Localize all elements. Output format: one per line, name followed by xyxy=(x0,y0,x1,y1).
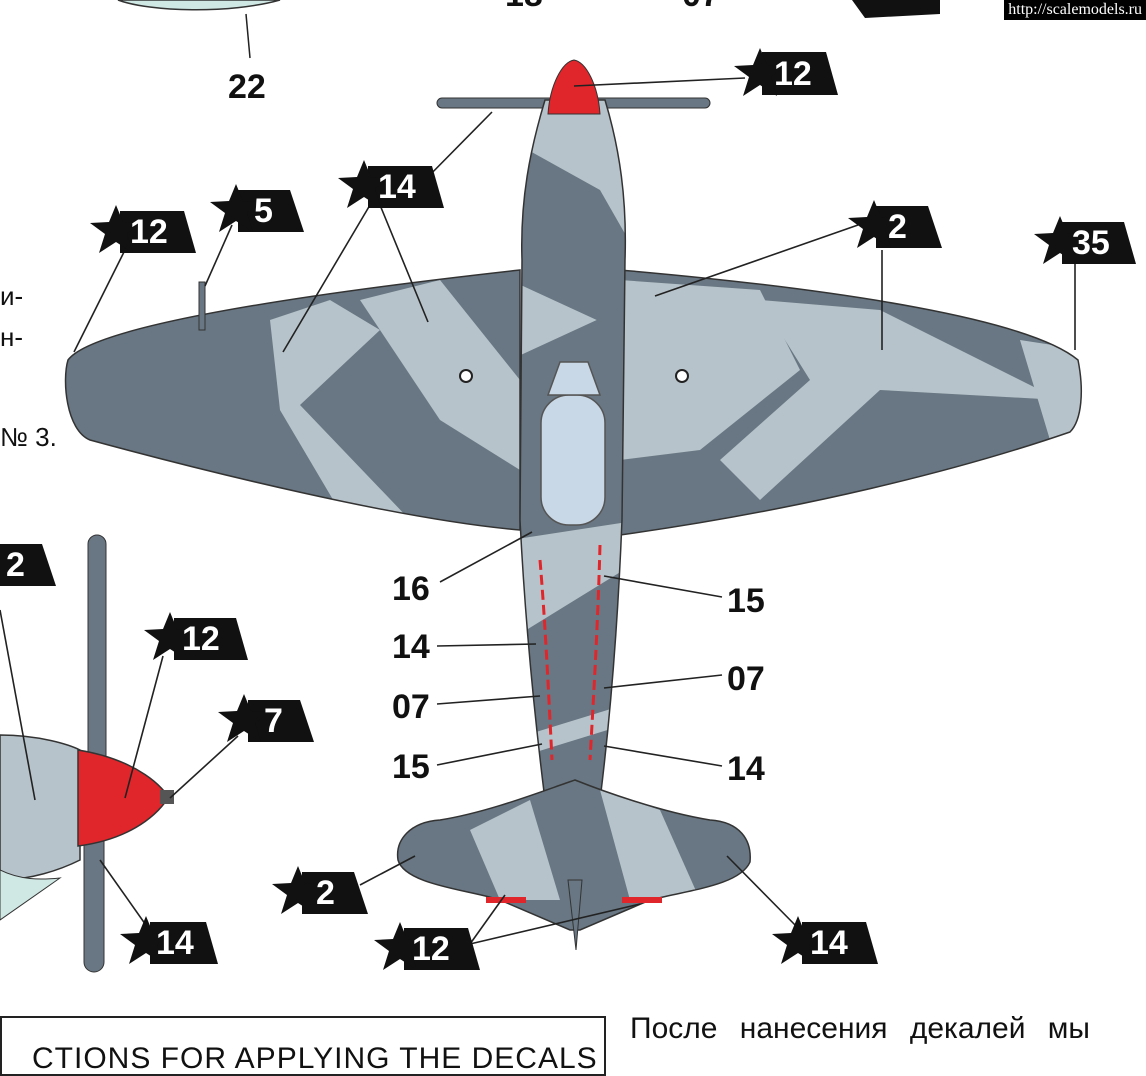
side-spinner-red xyxy=(77,749,169,847)
callout-prop-top-number: 14 xyxy=(378,168,416,206)
antenna-mast xyxy=(198,281,206,331)
callout-spinner-top-number: 12 xyxy=(774,55,812,93)
label-cut-18: 18 xyxy=(505,0,543,14)
leader-line-22 xyxy=(245,13,251,59)
text-fragment-2: н- xyxy=(0,322,23,352)
callout-side-spinner: 12 xyxy=(144,612,248,660)
callout-side-tip-number: 7 xyxy=(264,702,283,740)
callout-wingtip-right-number: 35 xyxy=(1072,224,1110,262)
callout-side-prop-number: 14 xyxy=(156,924,194,962)
label-07-left: 07 xyxy=(392,688,430,726)
cut-callout-tag xyxy=(852,0,940,18)
label-14-right: 14 xyxy=(727,750,765,788)
instructions-caption-box: CTIONS FOR APPLYING THE DECALS xyxy=(0,1016,606,1076)
callout-wing-right-number: 2 xyxy=(888,208,907,246)
callout-prop-top: 14 xyxy=(338,160,444,208)
callout-wingtip-right: 35 xyxy=(1034,216,1136,264)
callout-antenna-number: 5 xyxy=(254,192,273,230)
callout-side-2: 2 xyxy=(0,544,56,586)
tail-rudder xyxy=(567,879,583,951)
label-07-right: 07 xyxy=(727,660,765,698)
callout-side-prop: 14 xyxy=(120,916,218,964)
watermark: http://scalemodels.ru xyxy=(1004,0,1146,20)
callout-tail-red: 12 xyxy=(374,922,480,970)
red-stripe-left xyxy=(486,897,526,903)
callout-tail-right: 14 xyxy=(772,916,878,964)
callout-antenna: 5 xyxy=(210,184,304,232)
callout-wingtip-left: 12 xyxy=(90,205,196,253)
label-15-left: 15 xyxy=(392,748,430,786)
inscription-right xyxy=(588,544,602,761)
leader-lines xyxy=(0,77,1076,945)
callout-side-tip: 7 xyxy=(218,694,314,742)
text-fragment-3: № 3. xyxy=(0,422,57,452)
aircraft-top-view xyxy=(64,59,1083,951)
russian-body-text: После нанесения декалей мы xyxy=(630,1012,1090,1045)
top-fragment-shape xyxy=(117,0,281,11)
label-cut-07: 07 xyxy=(682,0,720,14)
callout-tail-left: 2 xyxy=(272,866,368,914)
red-stripe-right xyxy=(622,897,662,903)
text-fragment-1: и- xyxy=(0,281,23,311)
label-22: 22 xyxy=(228,68,266,106)
callout-tail-right-number: 14 xyxy=(810,924,848,962)
instructions-caption: CTIONS FOR APPLYING THE DECALS xyxy=(32,1042,598,1075)
callout-wingtip-left-number: 12 xyxy=(130,213,168,251)
callout-tail-red-number: 12 xyxy=(412,930,450,968)
side-spinner-tip xyxy=(160,790,174,804)
spinner-red xyxy=(547,59,601,115)
callout-side-2-number: 2 xyxy=(6,546,25,584)
callout-tail-left-number: 2 xyxy=(316,874,335,912)
label-14-left: 14 xyxy=(392,628,430,666)
callout-wing-right: 2 xyxy=(848,200,942,248)
side-fuselage xyxy=(0,734,81,881)
aircraft-side-view xyxy=(0,534,174,973)
callout-side-spinner-number: 12 xyxy=(182,620,220,658)
label-15-right: 15 xyxy=(727,582,765,620)
inscription-left xyxy=(538,559,554,761)
canopy xyxy=(540,394,606,526)
label-16: 16 xyxy=(392,570,430,608)
callout-spinner-top: 12 xyxy=(734,48,838,96)
